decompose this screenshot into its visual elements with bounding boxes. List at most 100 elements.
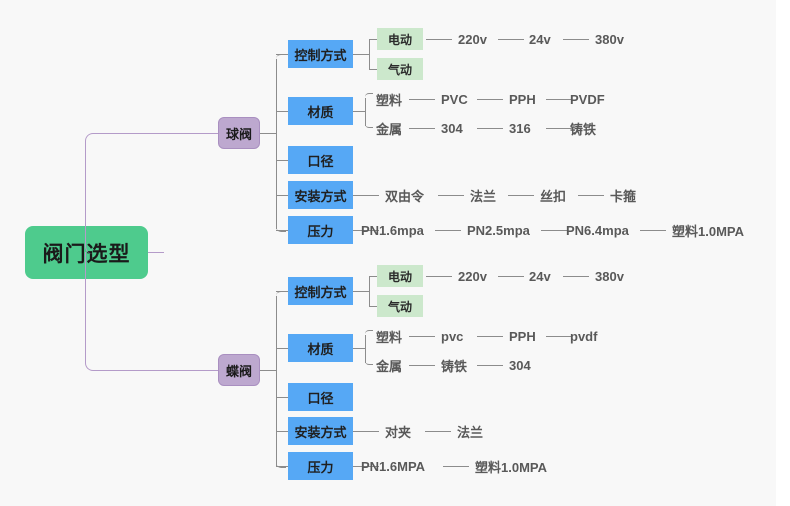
leaf-ball-380v[interactable]: 380v — [595, 31, 624, 47]
lower-trunk-cap-bottom — [276, 459, 286, 468]
leaf-ball-clamp[interactable]: 卡箍 — [610, 188, 637, 204]
lower-plastic-link-1 — [477, 336, 503, 337]
upper-material-subtrunk — [365, 98, 366, 126]
leaf-ball-pvdf[interactable]: PVDF — [570, 91, 605, 107]
upper-pressure-link-0 — [353, 230, 379, 231]
subnode-butterfly-metal[interactable]: 金属 — [376, 358, 403, 374]
upper-trunk-line — [276, 59, 277, 229]
leaf-butterfly-24v[interactable]: 24v — [529, 268, 551, 284]
leaf-ball-pph[interactable]: PPH — [509, 91, 536, 107]
upper-metal-link-1 — [477, 128, 503, 129]
subnode-ball-pneumatic[interactable]: 气动 — [377, 58, 423, 80]
upper-plastic-link-1 — [477, 99, 503, 100]
upper-cat1-out — [353, 111, 365, 112]
leaf-ball-thread[interactable]: 丝扣 — [540, 188, 567, 204]
lower-control-sub1-line — [369, 306, 377, 307]
leaf-butterfly-pvc[interactable]: pvc — [441, 328, 464, 344]
upper-control-sub1-line — [369, 69, 377, 70]
upper-material-cap-top — [365, 93, 373, 102]
branch-node-butterfly-valve[interactable]: 蝶阀 — [218, 354, 260, 386]
leaf-ball-plastic-10mpa[interactable]: 塑料1.0MPA — [672, 223, 744, 239]
subnode-butterfly-pneumatic[interactable]: 气动 — [377, 295, 423, 317]
lower-electric-link-1 — [498, 276, 524, 277]
root-stem — [148, 252, 164, 253]
upper-electric-link-1 — [498, 39, 524, 40]
leaf-ball-220v[interactable]: 220v — [458, 31, 487, 47]
subnode-ball-metal[interactable]: 金属 — [376, 121, 403, 137]
category-butterfly-material[interactable]: 材质 — [288, 334, 353, 362]
category-butterfly-diameter[interactable]: 口径 — [288, 383, 353, 411]
upper-electric-link-2 — [563, 39, 589, 40]
category-butterfly-pressure[interactable]: 压力 — [288, 452, 353, 480]
lower-metal-link-1 — [477, 365, 503, 366]
leaf-butterfly-220v[interactable]: 220v — [458, 268, 487, 284]
upper-plastic-link-0 — [409, 99, 435, 100]
leaf-butterfly-plastic-10mpa[interactable]: 塑料1.0MPA — [475, 459, 547, 475]
lower-metal-link-0 — [409, 365, 435, 366]
upper-install-link-2 — [508, 195, 534, 196]
leaf-butterfly-wafer[interactable]: 对夹 — [385, 424, 412, 440]
subnode-ball-electric[interactable]: 电动 — [377, 28, 423, 50]
category-ball-diameter[interactable]: 口径 — [288, 146, 353, 174]
lower-electric-link-2 — [563, 276, 589, 277]
leaf-butterfly-cast-iron[interactable]: 铸铁 — [441, 358, 468, 374]
leaf-butterfly-380v[interactable]: 380v — [595, 268, 624, 284]
upper-cat0-out — [353, 54, 369, 55]
upper-cat3-connector — [276, 195, 288, 196]
lower-trunk-cap-top — [276, 291, 286, 302]
lower-material-cap-bot — [365, 356, 373, 365]
leaf-ball-316[interactable]: 316 — [509, 120, 531, 136]
category-butterfly-installation[interactable]: 安装方式 — [288, 417, 353, 445]
lower-cat1-connector — [276, 348, 288, 349]
leaf-ball-pn16[interactable]: PN1.6mpa — [361, 222, 424, 238]
subnode-ball-plastic[interactable]: 塑料 — [376, 92, 403, 108]
category-ball-installation[interactable]: 安装方式 — [288, 181, 353, 209]
category-ball-control-method[interactable]: 控制方式 — [288, 40, 353, 68]
subnode-butterfly-electric[interactable]: 电动 — [377, 265, 423, 287]
leaf-butterfly-304[interactable]: 304 — [509, 357, 531, 373]
leaf-ball-pn64[interactable]: PN6.4mpa — [566, 222, 629, 238]
lower-control-sub0-line — [369, 276, 377, 277]
lower-branch-stem — [260, 370, 276, 371]
subnode-butterfly-plastic[interactable]: 塑料 — [376, 329, 403, 345]
leaf-ball-24v[interactable]: 24v — [529, 31, 551, 47]
leaf-ball-pvc[interactable]: PVC — [441, 91, 468, 107]
leaf-butterfly-pn16[interactable]: PN1.6MPA — [361, 458, 426, 474]
upper-install-link-3 — [578, 195, 604, 196]
category-ball-pressure[interactable]: 压力 — [288, 216, 353, 244]
upper-cat2-connector — [276, 160, 288, 161]
lower-cat0-connector — [276, 291, 288, 292]
lower-plastic-link-0 — [409, 336, 435, 337]
root-branch-lower-connector — [85, 252, 221, 371]
leaf-ball-pn25[interactable]: PN2.5mpa — [467, 222, 530, 238]
category-ball-material[interactable]: 材质 — [288, 97, 353, 125]
lower-plastic-link-2 — [546, 336, 572, 337]
lower-pressure-link-1 — [443, 466, 469, 467]
upper-install-link-1 — [438, 195, 464, 196]
upper-plastic-link-2 — [546, 99, 572, 100]
leaf-butterfly-pvdf[interactable]: pvdf — [570, 328, 598, 344]
upper-electric-link-0 — [426, 39, 452, 40]
leaf-ball-304[interactable]: 304 — [441, 120, 463, 136]
lower-install-link-0 — [353, 431, 379, 432]
upper-branch-stem — [260, 133, 276, 134]
upper-pressure-link-3 — [640, 230, 666, 231]
upper-cat0-connector — [276, 54, 288, 55]
upper-material-cap-bot — [365, 119, 373, 128]
upper-install-link-0 — [353, 195, 379, 196]
leaf-ball-flange[interactable]: 法兰 — [470, 188, 497, 204]
upper-pressure-link-1 — [435, 230, 461, 231]
leaf-ball-cast-iron[interactable]: 铸铁 — [570, 121, 597, 137]
lower-electric-link-0 — [426, 276, 452, 277]
lower-cat3-connector — [276, 431, 288, 432]
upper-cat1-connector — [276, 111, 288, 112]
upper-control-sub0-line — [369, 39, 377, 40]
leaf-butterfly-pph[interactable]: PPH — [509, 328, 536, 344]
branch-node-ball-valve[interactable]: 球阀 — [218, 117, 260, 149]
lower-pressure-link-0 — [353, 466, 379, 467]
leaf-ball-union[interactable]: 双由令 — [385, 188, 425, 204]
leaf-butterfly-flange[interactable]: 法兰 — [457, 424, 484, 440]
category-butterfly-control-method[interactable]: 控制方式 — [288, 277, 353, 305]
root-branch-upper-connector — [85, 133, 221, 254]
